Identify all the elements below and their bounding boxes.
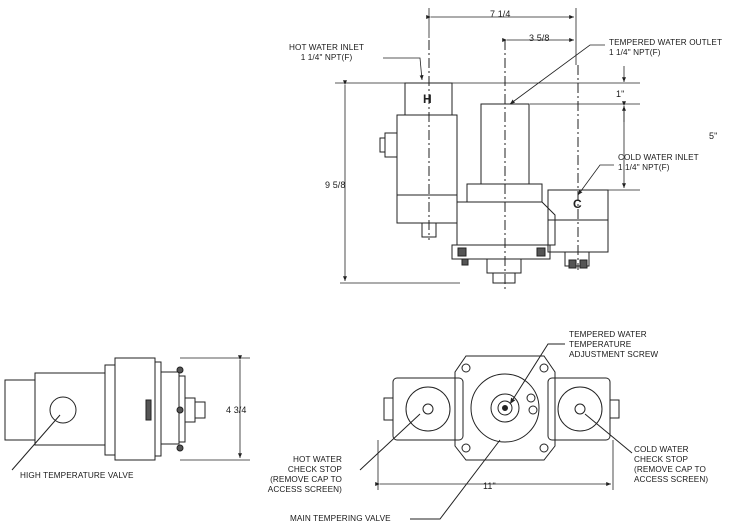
elevation-dimensions [335,8,640,284]
side-dimensions [180,355,250,461]
hot-port-mark: H [423,92,432,106]
front-view [359,343,633,520]
elevation-view [379,40,609,290]
callout-cold-water-check-stop: COLD WATER CHECK STOP (REMOVE CAP TO ACC… [634,445,709,484]
callout-hot-water-inlet: HOT WATER INLET 1 1/4" NPT(F) [289,43,365,62]
callout-high-temperature-valve: HIGH TEMPERATURE VALVE [20,471,134,480]
dim-outlet-offset: 3 5/8 [529,33,550,43]
dim-outlet-rise: 1" [616,89,625,99]
callout-tempered-water-outlet: TEMPERED WATER OUTLET 1 1/4" NPT(F) [609,38,723,57]
callout-adjustment-screw: TEMPERED WATER TEMPERATURE ADJUSTMENT SC… [569,330,659,359]
dim-overall-height: 9 5/8 [325,180,346,190]
callout-main-tempering-valve: MAIN TEMPERING VALVE [290,514,391,523]
dim-cold-drop: 5" [709,131,718,141]
dim-front-width: 11" [483,481,496,491]
dim-overall-width: 7 1/4 [490,9,511,19]
callout-cold-water-inlet: COLD WATER INLET 1 1/4" NPT(F) [618,153,699,172]
cold-port-mark: C [573,197,582,211]
side-view [4,357,206,471]
callout-hot-water-check-stop: HOT WATER CHECK STOP (REMOVE CAP TO ACCE… [267,455,342,494]
dim-side-height: 4 3/4 [226,405,247,415]
front-dimensions [375,440,614,490]
